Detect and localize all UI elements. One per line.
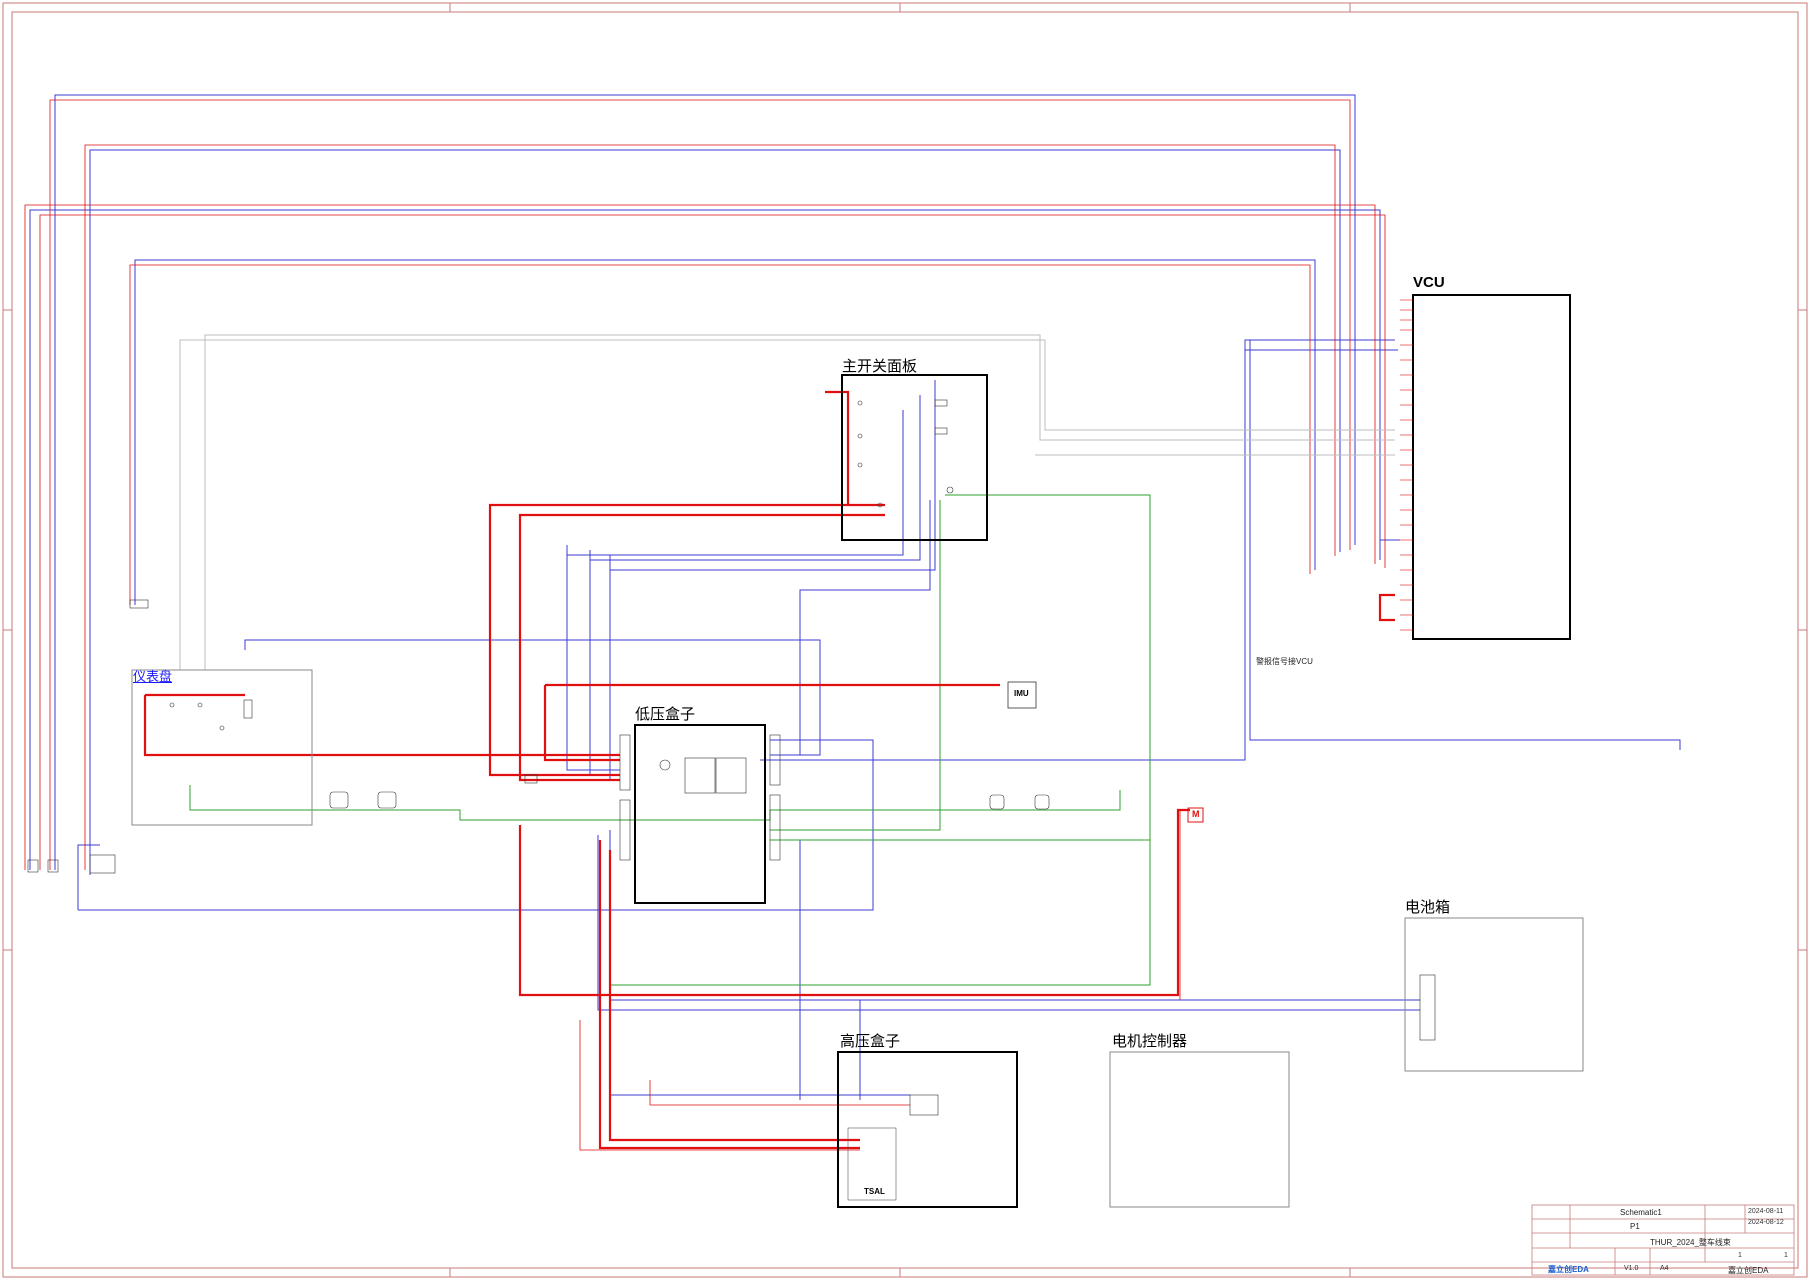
imu-module[interactable] <box>1007 681 1037 709</box>
low-voltage-box-label: 低压盒子 <box>635 705 696 723</box>
motor-label: M <box>1192 809 1200 819</box>
dashboard-block[interactable] <box>131 669 397 826</box>
main-switch-panel-block[interactable] <box>841 374 988 541</box>
motor-controller-block[interactable] <box>1109 1051 1290 1208</box>
thin-red-wires <box>579 810 1181 1151</box>
title-block <box>1531 1204 1795 1276</box>
dashboard-connectors <box>27 599 538 874</box>
tsal-label: TSAL <box>864 1187 885 1196</box>
brand-logo-text: 嘉立创EDA <box>1548 1265 1589 1274</box>
main-switch-panel-label: 主开关面板 <box>842 357 918 375</box>
page-value: 1 <box>1738 1252 1742 1259</box>
high-voltage-box-block[interactable] <box>837 1051 1018 1208</box>
title-key-value: Schematic1 <box>1620 1208 1662 1217</box>
motor-symbol[interactable] <box>1187 807 1204 823</box>
vcu-block[interactable] <box>1400 294 1571 640</box>
motor-controller-label: 电机控制器 <box>1112 1032 1188 1050</box>
date-created-value: 2024-08-11 <box>1748 1208 1784 1215</box>
ground-harness <box>189 494 1151 1010</box>
alarm-to-vcu-note: 警报信号接VCU <box>1256 657 1313 666</box>
dashboard-label[interactable]: 仪表盘 <box>133 669 173 684</box>
imu-label: IMU <box>1014 689 1029 698</box>
company-value: 嘉立创EDA <box>1728 1266 1769 1275</box>
high-voltage-box-label: 高压盒子 <box>840 1032 901 1050</box>
signal-harness-red <box>24 99 1386 870</box>
relay-symbols <box>989 794 1050 810</box>
version-value: V1.0 <box>1624 1265 1639 1272</box>
battery-box-label: 电池箱 <box>1405 898 1451 916</box>
date-updated-value: 2024-08-12 <box>1748 1219 1784 1226</box>
sheet-key-value: P1 <box>1630 1222 1640 1231</box>
gray-harness <box>179 334 1395 670</box>
signal-harness <box>29 94 1681 1100</box>
project-name-value: THUR_2024_整车线束 <box>1650 1238 1731 1247</box>
power-harness <box>143 390 1395 1150</box>
battery-box-block[interactable] <box>1404 917 1584 1072</box>
vcu-label: VCU <box>1413 274 1445 291</box>
size-value: A4 <box>1660 1265 1669 1272</box>
total-value: 1 <box>1784 1252 1788 1259</box>
low-voltage-box-block[interactable] <box>619 724 781 904</box>
